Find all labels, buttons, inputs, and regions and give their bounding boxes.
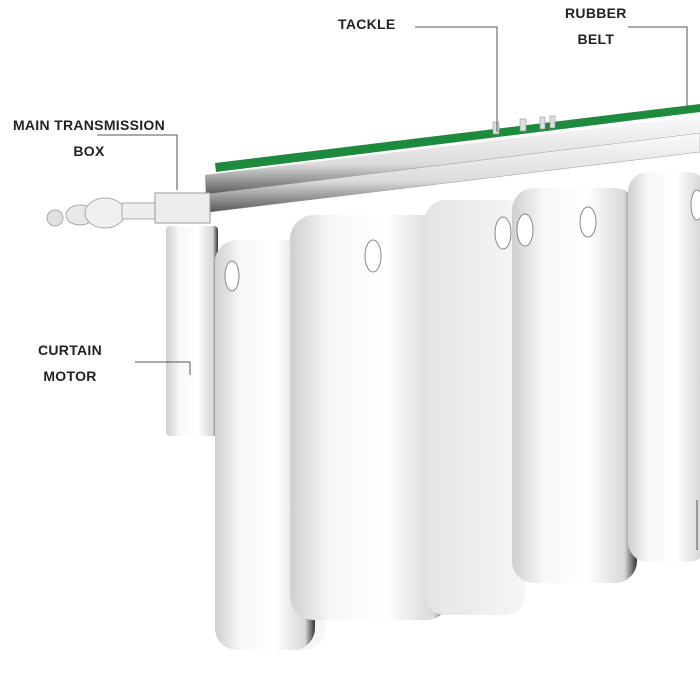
label-main-transmission-box-line1: MAIN TRANSMISSION: [12, 117, 166, 133]
curtain-fabric: [215, 172, 700, 650]
label-tackle: TACKLE: [338, 16, 396, 32]
label-curtain-motor-line1: CURTAIN: [37, 342, 103, 358]
main-transmission-box: [154, 192, 211, 224]
label-main-transmission-box-line2: BOX: [73, 143, 105, 159]
label-curtain-motor-line2: MOTOR: [43, 368, 97, 384]
label-rubber-belt: RUBBER BELT: [565, 0, 627, 52]
curtain-motor: [166, 226, 218, 436]
label-curtain-motor: CURTAIN MOTOR: [25, 337, 115, 389]
label-rubber-belt-line1: RUBBER: [565, 5, 627, 21]
tackle: [492, 115, 556, 135]
rod-finial: [46, 197, 163, 229]
label-rubber-belt-line2: BELT: [577, 31, 615, 47]
leader-lines: [97, 26, 698, 550]
label-main-transmission-box: MAIN TRANSMISSION BOX: [0, 112, 178, 164]
curtain-track: [205, 116, 700, 196]
rubber-belt: [215, 104, 700, 172]
